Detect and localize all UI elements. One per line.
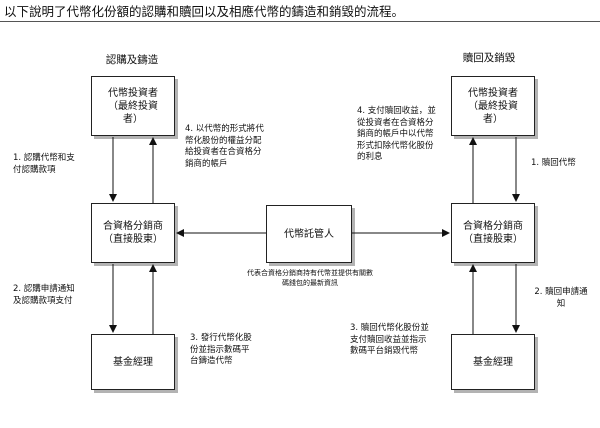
step-3-redeem-burn-label: 3. 贖回代幣化股份並 支付贖回收益並指示 數碼平台銷毀代幣 [350, 323, 429, 356]
step-4-redemption-proceeds-label: 4. 支付贖回收益，並 從投資者在合資格分 銷商的帳戶中以代幣 形式扣除代幣化股… [357, 106, 436, 162]
fund-manager-label: 基金經理 [473, 356, 513, 368]
step-2-subscription-notice-label: 2. 認購申請通知 及認購款項支付 [13, 284, 75, 306]
fund-manager-label: 基金經理 [113, 356, 153, 368]
token-investor-box-left: 代幣投資者 （最終投資 者） [91, 76, 175, 136]
eligible-distributor-box-left: 合資格分銷商 （直接股東） [91, 203, 175, 263]
token-investor-label: 代幣投資者 [468, 87, 518, 99]
final-investor-label: （最終投資 者） [108, 100, 158, 125]
direct-shareholder-label: （直接股東） [103, 234, 163, 245]
final-investor-label: （最終投資 者） [468, 100, 518, 125]
step-3-issue-mint-label: 3. 發行代幣化股 份並指示數碼平 台鑄造代幣 [190, 333, 252, 366]
custodian-note: 代表合資格分銷商持有代幣並提供有關數 碼錢包的最新資訊 [247, 269, 373, 287]
eligible-distributor-label: 合資格分銷商 [463, 221, 523, 232]
step-1-redeem-label: 1. 贖回代幣 [531, 158, 576, 168]
token-investor-label: 代幣投資者 [108, 87, 158, 99]
token-custodian-label: 代幣託管人 [284, 228, 334, 240]
intro-divider [0, 21, 600, 22]
eligible-distributor-label: 合資格分銷商 [103, 221, 163, 232]
heading-subscription: 認購及鑄造 [105, 54, 159, 66]
fund-manager-box-left: 基金經理 [91, 334, 175, 390]
direct-shareholder-label: （直接股東） [463, 234, 523, 245]
step-4-distribute-label: 4. 以代幣的形式將代 幣化股份的權益分配 給投資者在合資格分 銷商的帳戶 [185, 124, 264, 169]
intro-text: 以下說明了代幣化份額的認購和贖回以及相應代幣的鑄造和銷毀的流程。 [4, 4, 405, 19]
step-1-subscribe-label: 1. 認購代幣和支 付認購款項 [13, 153, 75, 175]
fund-manager-box-right: 基金經理 [451, 334, 535, 390]
eligible-distributor-box-right: 合資格分銷商 （直接股東） [451, 203, 535, 263]
step-2-redemption-notice-label: 2. 贖回申請通 知 [534, 287, 588, 309]
token-custodian-box: 代幣託管人 [266, 205, 352, 263]
token-investor-box-right: 代幣投資者 （最終投資 者） [451, 76, 535, 136]
heading-redemption: 贖回及銷毀 [462, 52, 516, 64]
